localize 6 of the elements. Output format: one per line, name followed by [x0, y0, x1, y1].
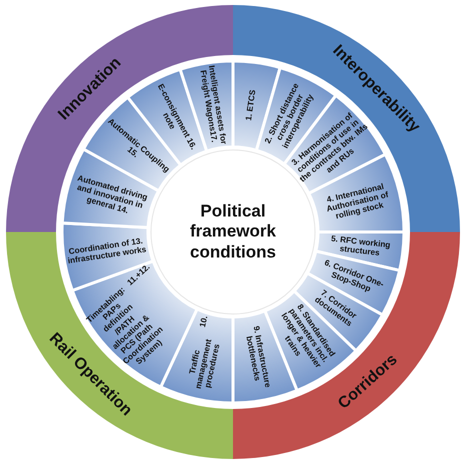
topic-label: Intelligent assets for Freight Wagons17.: [198, 64, 228, 147]
topic-label: 5. RFC working structures: [330, 233, 392, 260]
topic-label: 1. ETCS: [243, 88, 258, 124]
topic-label: Coordination of 13. infrastructure works: [66, 236, 147, 266]
topic-number: 10.: [198, 314, 210, 328]
center-title: Political framework conditions: [189, 201, 277, 263]
